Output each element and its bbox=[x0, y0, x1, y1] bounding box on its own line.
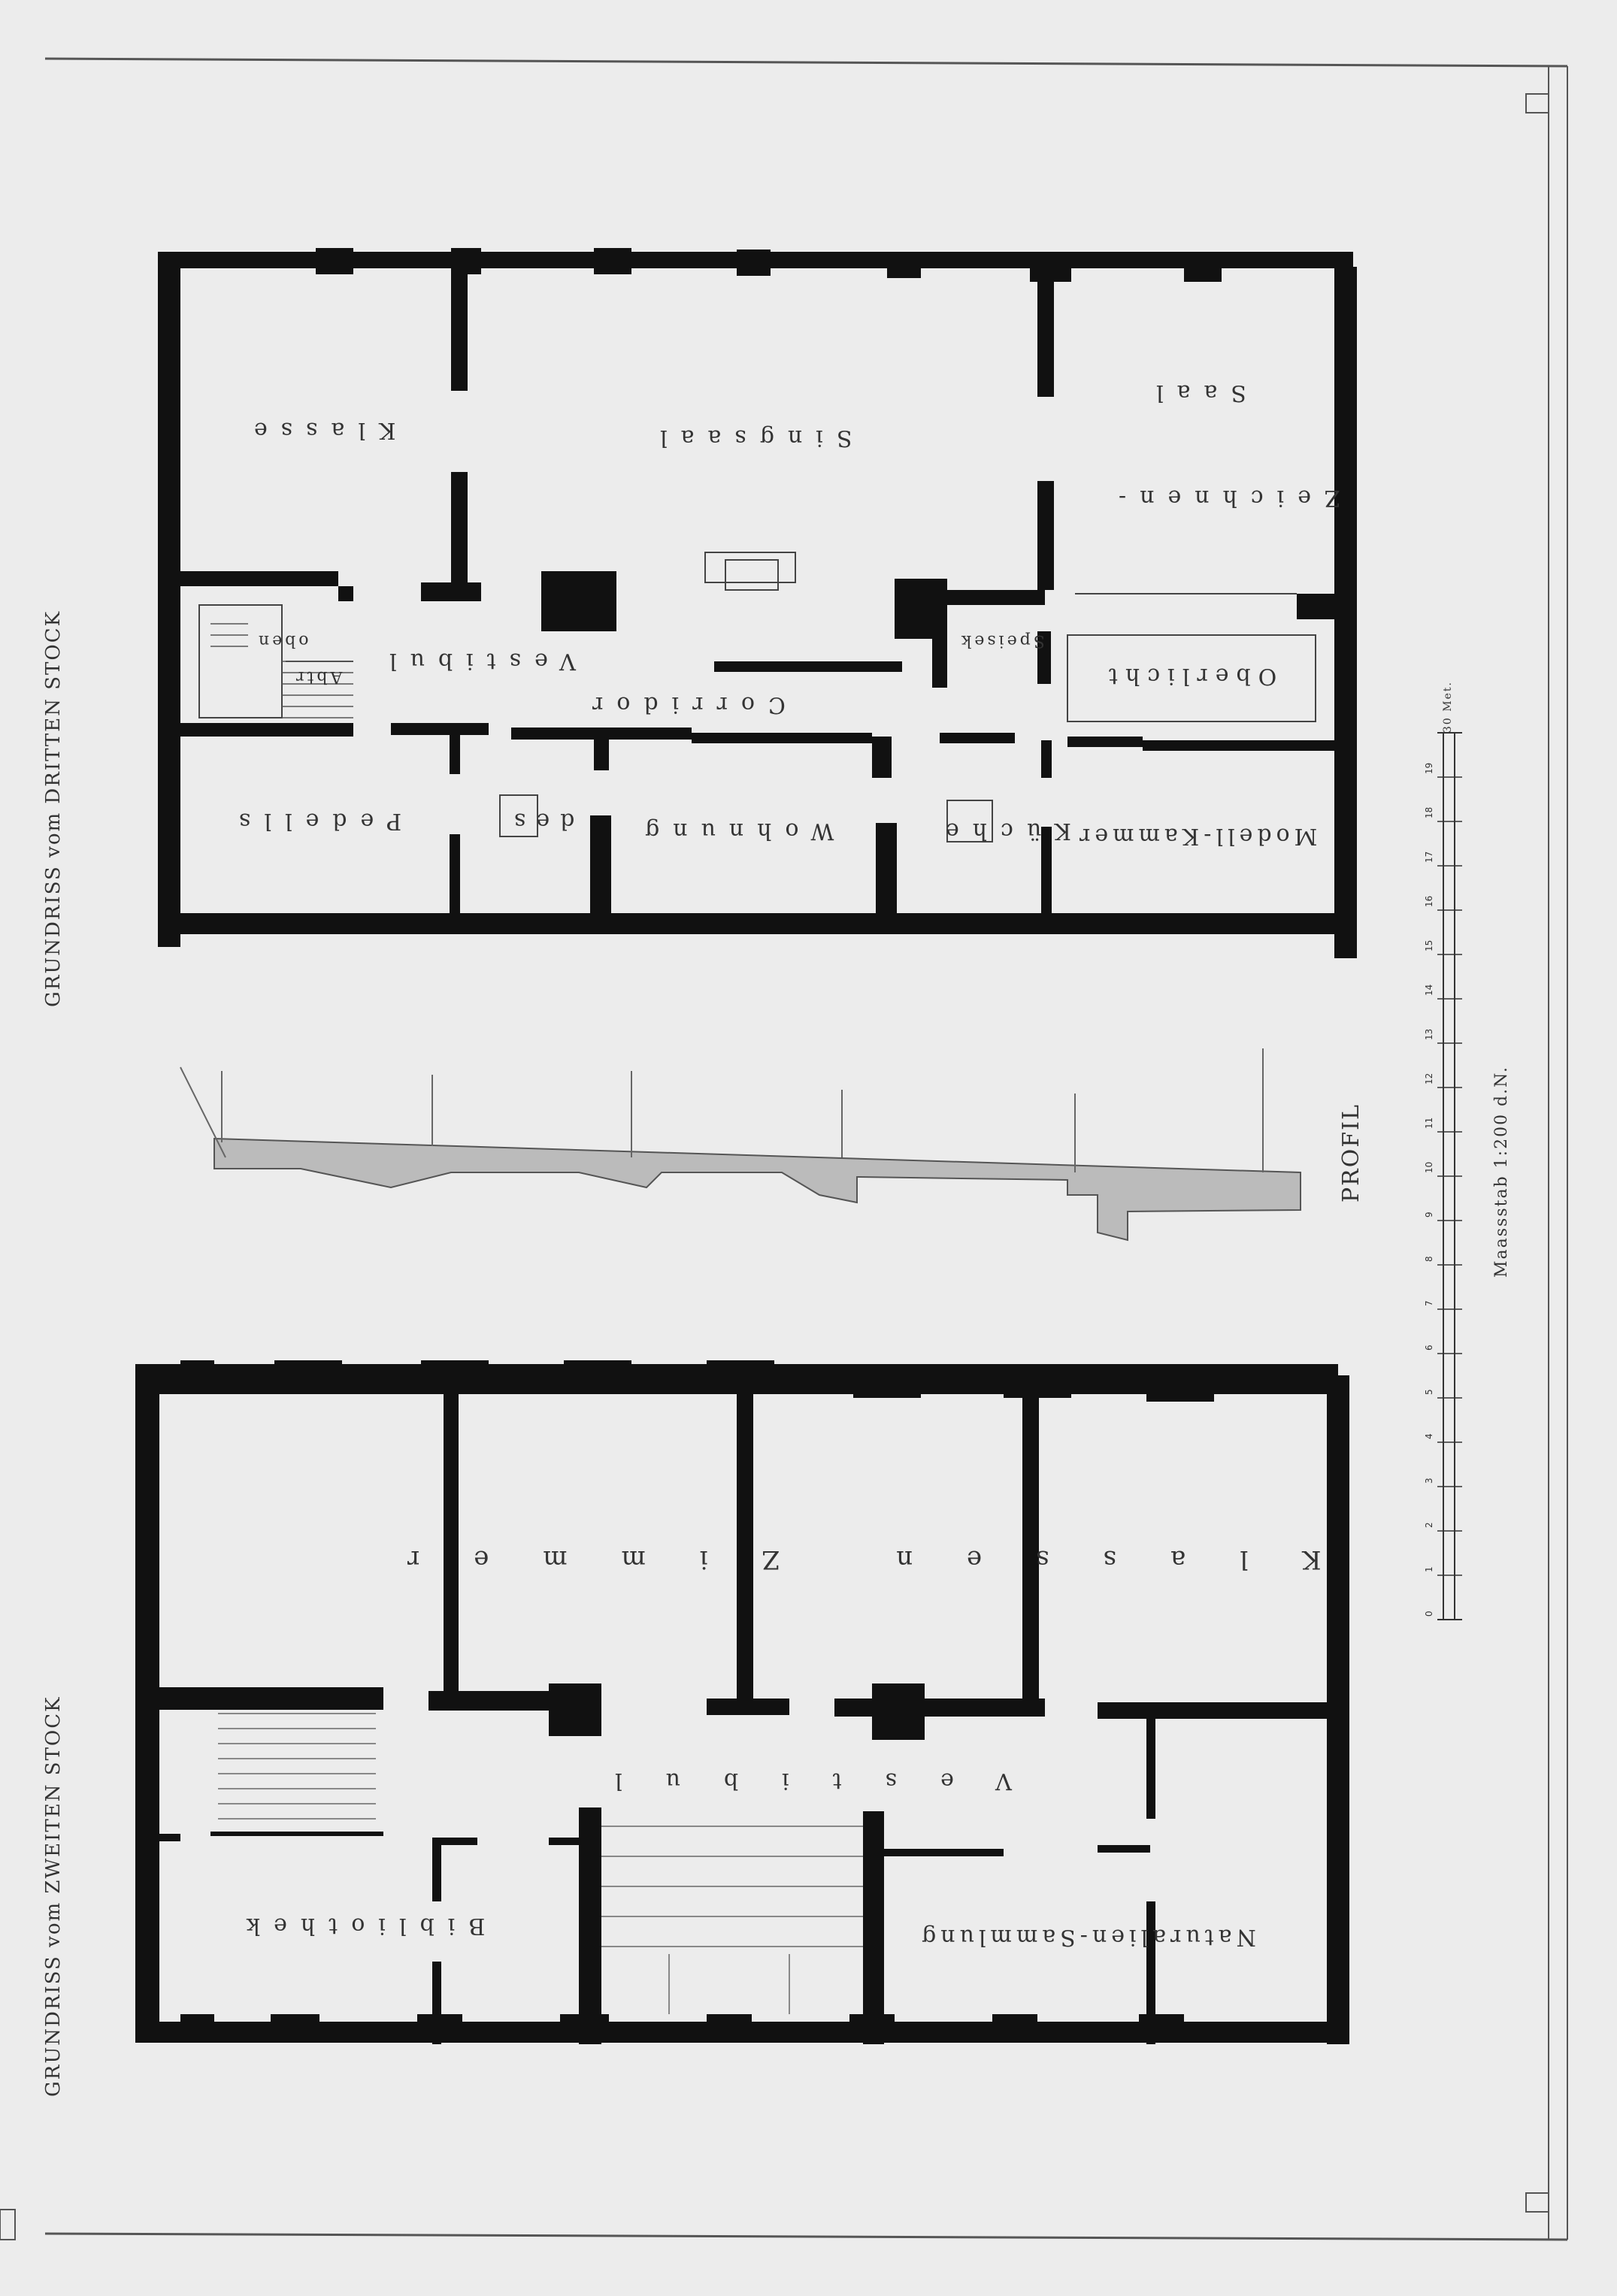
scale-tick-label: 15 bbox=[1424, 940, 1434, 951]
label-oben: oben bbox=[256, 631, 309, 650]
second-floor-plan bbox=[135, 1360, 1349, 2044]
third-floor-title: GRUNDRISS vom DRITTEN STOCK bbox=[42, 610, 65, 1007]
scale-tick-label: 16 bbox=[1424, 896, 1434, 907]
scale-tick-label: 13 bbox=[1424, 1029, 1434, 1040]
room-klasse: Klasse bbox=[241, 417, 396, 443]
scale-title: Maassstab 1:200 d.N. bbox=[1492, 1066, 1511, 1278]
scale-tick-label: 14 bbox=[1424, 985, 1434, 996]
room-pedells: Pedells bbox=[226, 808, 402, 834]
scale-tick-label: 4 bbox=[1424, 1433, 1434, 1439]
scale-tick-label: 19 bbox=[1424, 763, 1434, 774]
room-bibliothek: Bibliothek bbox=[233, 1913, 486, 1939]
room-zeichnen-2: Saal bbox=[1143, 380, 1246, 406]
room-naturalien: Naturalien-Sammlung bbox=[917, 1924, 1256, 1950]
second-floor-stair bbox=[210, 1713, 863, 2014]
room-kuche: Küche bbox=[932, 818, 1071, 844]
scale-tick-label: 17 bbox=[1424, 852, 1434, 863]
third-floor-details bbox=[198, 552, 1316, 842]
scale-tick-label: 6 bbox=[1424, 1345, 1434, 1351]
scale-tick-label: 2 bbox=[1424, 1522, 1434, 1528]
room-klassen-zimmer: Klassen Zimmer bbox=[353, 1544, 1322, 1575]
scale-unit: 30 Met. bbox=[1442, 681, 1454, 733]
scale-tick-label: 9 bbox=[1424, 1212, 1434, 1218]
room-vestibul-3: Vestibul bbox=[376, 648, 576, 674]
scale-tick-label: 0 bbox=[1424, 1611, 1434, 1617]
scale-tick-label: 18 bbox=[1424, 807, 1434, 818]
room-singsaal: Singsaal bbox=[646, 425, 852, 451]
third-floor-stair bbox=[210, 623, 353, 718]
room-zeichnen-1: Zeichnen- bbox=[1105, 485, 1340, 511]
label-oberlicht: Oberlicht bbox=[1101, 663, 1277, 689]
scale-tick-label: 8 bbox=[1424, 1256, 1434, 1262]
room-modell-kammer: Modell-Kammer bbox=[1075, 823, 1318, 849]
scale-tick-label: 11 bbox=[1424, 1118, 1434, 1129]
scale-tick-label: 1 bbox=[1424, 1566, 1434, 1572]
scale-tick-label: 10 bbox=[1424, 1162, 1434, 1173]
label-abtr: Abtr bbox=[293, 667, 343, 686]
room-wohnung: Wohnung bbox=[631, 818, 834, 844]
label-speisek: Speisek bbox=[958, 631, 1045, 650]
sheet-frame bbox=[0, 57, 1568, 2241]
profile-title: PROFIL bbox=[1338, 1103, 1364, 1202]
scale-tick-label: 5 bbox=[1424, 1389, 1434, 1395]
scale-tick-label: 12 bbox=[1424, 1073, 1434, 1084]
scale-tick-label: 7 bbox=[1424, 1300, 1434, 1306]
second-floor-title: GRUNDRISS vom ZWEITEN STOCK bbox=[42, 1696, 65, 2097]
corridor-label: Corridor bbox=[579, 691, 786, 718]
third-floor-plan bbox=[158, 248, 1357, 958]
label-des: des bbox=[504, 808, 575, 834]
profile-section bbox=[180, 1048, 1301, 1242]
scale-tick-label: 3 bbox=[1424, 1478, 1434, 1484]
room-vestibul-2: Vestibul bbox=[571, 1768, 1012, 1794]
